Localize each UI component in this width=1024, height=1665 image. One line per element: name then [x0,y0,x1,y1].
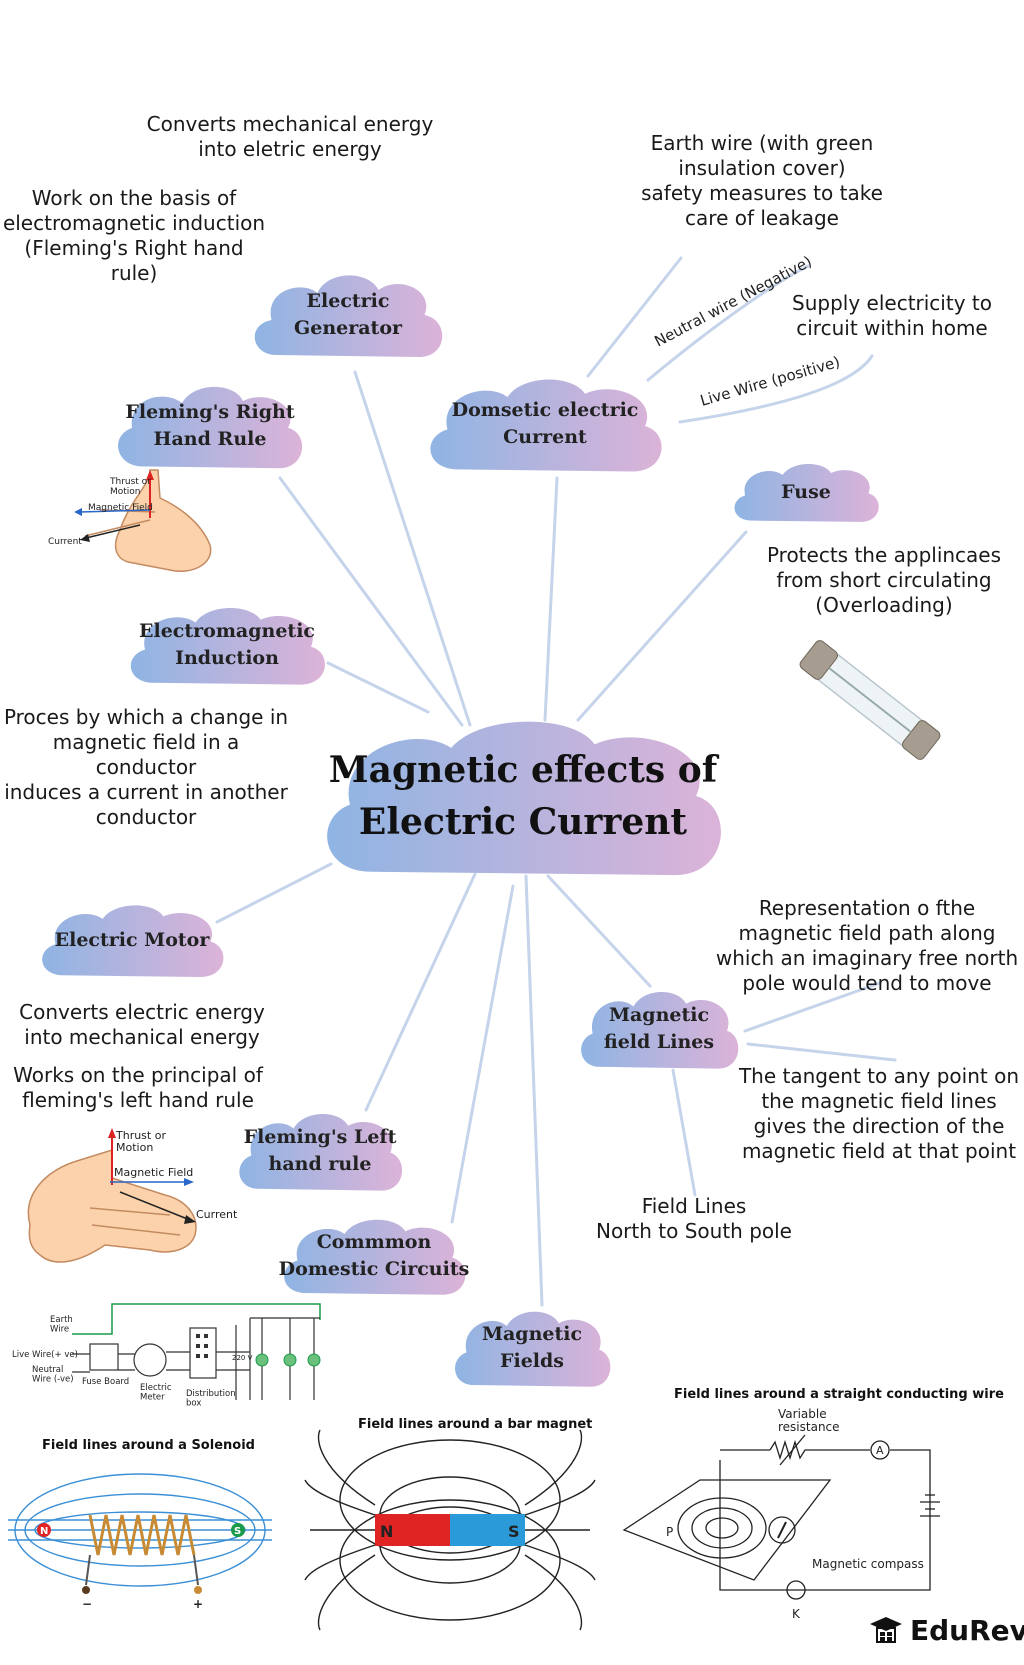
line-left-hand [364,872,477,1112]
node-label: Commmon Domestic Circuits [278,1231,470,1280]
node-electromagnetic-induction: Electromagnetic Induction [122,600,332,690]
node-label: Fuse [781,480,831,503]
node-label: Magnetic field Lines [603,1004,715,1053]
note-tangent: The tangent to any point on the magnetic… [738,1064,1020,1163]
note-induction-def: Proces by which a change in magnetic fie… [3,705,289,829]
note-north-south: Field Lines North to South pole [595,1194,792,1243]
node-flemings-left-hand-rule: Fleming's Left hand rule [232,1106,408,1196]
note-earth-wire: Earth wire (with green insulation cover)… [641,131,883,230]
node-fuse: Fuse [728,458,884,526]
node-electric-generator: Electric Generator [246,265,450,365]
node-label: Fleming's Left hand rule [243,1126,397,1175]
line-fields [524,874,544,1307]
note-motor-principle: Works on the principal of fleming's left… [13,1063,263,1112]
caption-bar-magnet: Field lines around a bar magnet [358,1417,593,1432]
line-fuse [576,530,748,722]
line-field-lines [546,874,652,988]
line-neutral [646,264,810,382]
line-live [678,354,874,424]
line-right-hand [278,476,464,727]
note-field-lines-def: Representation o fthe magnetic field pat… [715,896,1019,995]
brand-name: EduRev [910,1613,1024,1647]
node-flemings-right-hand-rule: Fleming's Right Hand Rule [110,378,310,474]
node-label: Fleming's Right Hand Rule [125,401,295,450]
node-magnetic-field-lines: Magnetic field Lines [574,984,744,1074]
caption-solenoid: Field lines around a Solenoid [42,1438,255,1453]
line-tangent [746,1042,897,1062]
note-supply-electricity: Supply electricity to circuit within hom… [792,291,992,340]
line-motor [215,862,333,924]
note-fuse-protects: Protects the applincaes from short circu… [766,543,1002,617]
edurev-logo: EduRev [868,1612,1024,1648]
node-label: Domsetic electric Current [451,399,639,448]
node-center-topic: Magnetic effects of Electric Current [312,710,734,882]
node-magnetic-fields: Magnetic Fields [448,1304,616,1392]
caption-straight-wire: Field lines around a straight conducting… [674,1387,1004,1402]
line-induction [326,661,430,714]
graduation-cap-icon [870,1617,902,1643]
line-generator [353,370,472,727]
note-motor-converts: Converts electric energy into mechanical… [19,1000,265,1049]
node-label: Electromagnetic Induction [139,620,315,669]
note-generator-basis: Work on the basis of electromagnetic ind… [2,186,266,285]
node-domestic-electric-current: Domsetic electric Current [420,370,670,478]
center-title: Magnetic effects of Electric Current [328,749,718,843]
line-north-south [671,1068,697,1197]
node-label: Electric Generator [294,290,402,339]
line-domestic [543,476,559,722]
line-field-def [743,981,882,1033]
node-electric-motor: Electric Motor [34,898,230,982]
node-common-domestic-circuits: Commmon Domestic Circuits [276,1212,472,1300]
node-label: Magnetic Fields [481,1323,583,1372]
line-earth [586,256,683,378]
note-generator-converts: Converts mechanical energy into eletric … [146,112,434,161]
node-label: Electric Motor [54,928,210,951]
line-circuits [450,884,515,1224]
